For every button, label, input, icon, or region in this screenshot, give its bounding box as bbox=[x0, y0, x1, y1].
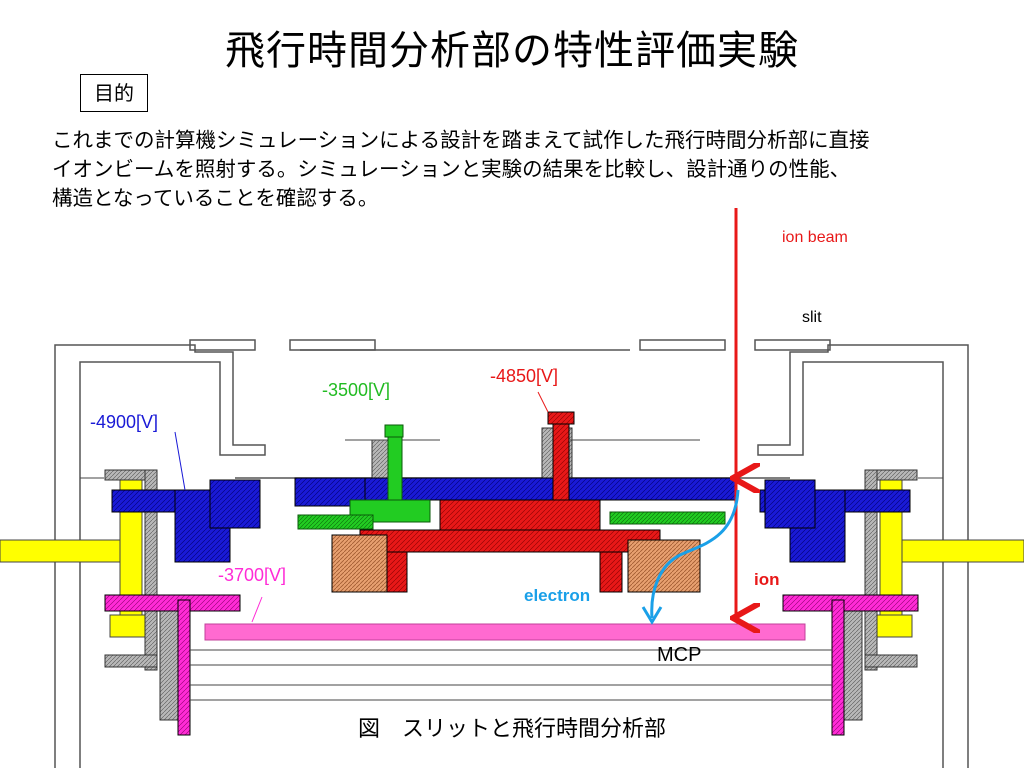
description-line-2: イオンビームを照射する。シミュレーションと実験の結果を比較し、設計通りの性能、 bbox=[52, 157, 851, 181]
purpose-label-box: 目的 bbox=[80, 74, 148, 112]
label-4850v: -4850[V] bbox=[490, 366, 558, 386]
label-3700v: -3700[V] bbox=[218, 565, 286, 585]
page-title: 飛行時間分析部の特性評価実験 bbox=[225, 28, 799, 74]
blue-electrode-right bbox=[759, 479, 911, 563]
support-rods bbox=[80, 477, 943, 701]
label-4900v: -4900[V] bbox=[90, 412, 158, 432]
label-3500v: -3500[V] bbox=[322, 380, 390, 400]
label-ion-beam: ion beam bbox=[782, 229, 848, 246]
description-line-1: これまでの計算機シミュレーションによる設計を踏まえて試作した飛行時間分析部に直接 bbox=[52, 128, 870, 152]
electron-trajectory bbox=[650, 489, 740, 619]
tof-analyzer-diagram: ion beam slit -4850[V] -3500[V] -4900[V]… bbox=[0, 208, 1024, 768]
red-electrode bbox=[359, 411, 661, 593]
description-line-3: 構造となっていることを確認する。 bbox=[52, 186, 379, 210]
description: これまでの計算機シミュレーションによる設計を踏まえて試作した飛行時間分析部に直接… bbox=[52, 126, 1012, 213]
figure-caption: 図 スリットと飛行時間分析部 bbox=[357, 717, 666, 742]
label-electron: electron bbox=[524, 586, 590, 605]
label-mcp: MCP bbox=[657, 644, 701, 666]
label-slit: slit bbox=[802, 309, 822, 326]
mcp-plate bbox=[204, 623, 806, 641]
blue-electrode-left bbox=[111, 479, 261, 563]
green-electrode bbox=[297, 424, 726, 530]
magenta-electrodes bbox=[104, 594, 919, 736]
leader-lines bbox=[174, 391, 549, 623]
electron-arrowhead bbox=[641, 606, 663, 625]
tan-insulators bbox=[331, 534, 701, 593]
label-ion: ion bbox=[754, 570, 780, 589]
